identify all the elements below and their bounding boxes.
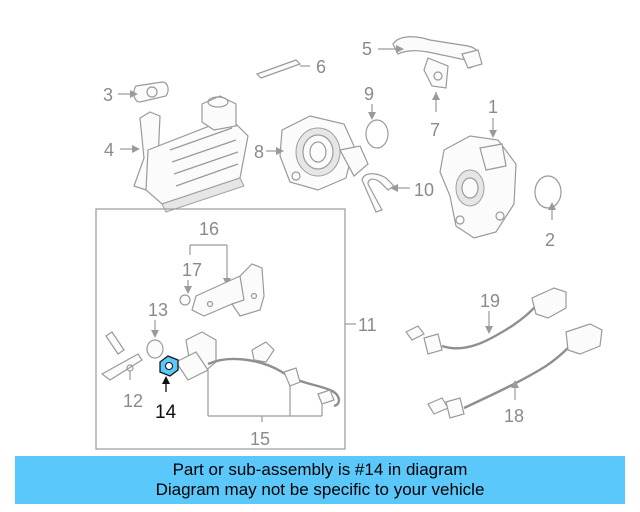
callout-2: 2: [545, 230, 555, 250]
callout-8: 8: [254, 142, 264, 162]
sub-assembly-box: [95, 208, 346, 450]
part-10-clip: [361, 173, 395, 213]
part-2-o-ring: [534, 175, 562, 209]
part-19-oxygen-sensor: [405, 287, 567, 355]
callout-14: 14: [155, 402, 177, 423]
callout-11: 11: [358, 315, 377, 335]
part-5-egr-pipe: [392, 36, 483, 89]
callout-3: 3: [103, 85, 113, 105]
callout-9: 9: [364, 84, 374, 104]
callout-17: 17: [182, 260, 202, 280]
callout-12: 12: [123, 391, 143, 411]
part-13-grommet: [146, 339, 164, 359]
part-8-throttle-body: [279, 115, 369, 191]
callout-16: 16: [199, 219, 219, 239]
part-16-bracket: [191, 263, 265, 317]
callout-7: 7: [430, 120, 440, 140]
part-15-sensor-cable: [175, 331, 341, 408]
callout-6: 6: [316, 57, 326, 77]
banner-line-part-number: Part or sub-assembly is #14 in diagram: [172, 460, 468, 479]
part-17-nut: [179, 294, 191, 306]
parts-diagram: 5 6 7 3 4 8 9: [95, 36, 603, 450]
info-banner: Part or sub-assembly is #14 in diagram D…: [15, 456, 625, 504]
part-1-egr-valve: [439, 135, 517, 239]
banner-line-disclaimer: Diagram may not be specific to your vehi…: [155, 480, 485, 499]
part-18-oxygen-sensor: [427, 323, 603, 419]
part-3-gasket: [133, 81, 169, 103]
callout-10: 10: [414, 180, 434, 200]
callout-4: 4: [104, 140, 114, 160]
callout-18: 18: [504, 406, 524, 426]
callout-15: 15: [250, 429, 270, 449]
part-9-o-ring: [365, 119, 389, 149]
callout-1: 1: [488, 97, 498, 117]
callout-13: 13: [148, 300, 168, 320]
callout-5: 5: [362, 39, 372, 59]
part-12-bolt: [100, 331, 143, 381]
part-4-egr-cooler: [133, 95, 249, 213]
part-14-highlighted: [159, 355, 179, 377]
part-6-gasket-strip: [255, 59, 302, 79]
callout-19: 19: [480, 291, 500, 311]
